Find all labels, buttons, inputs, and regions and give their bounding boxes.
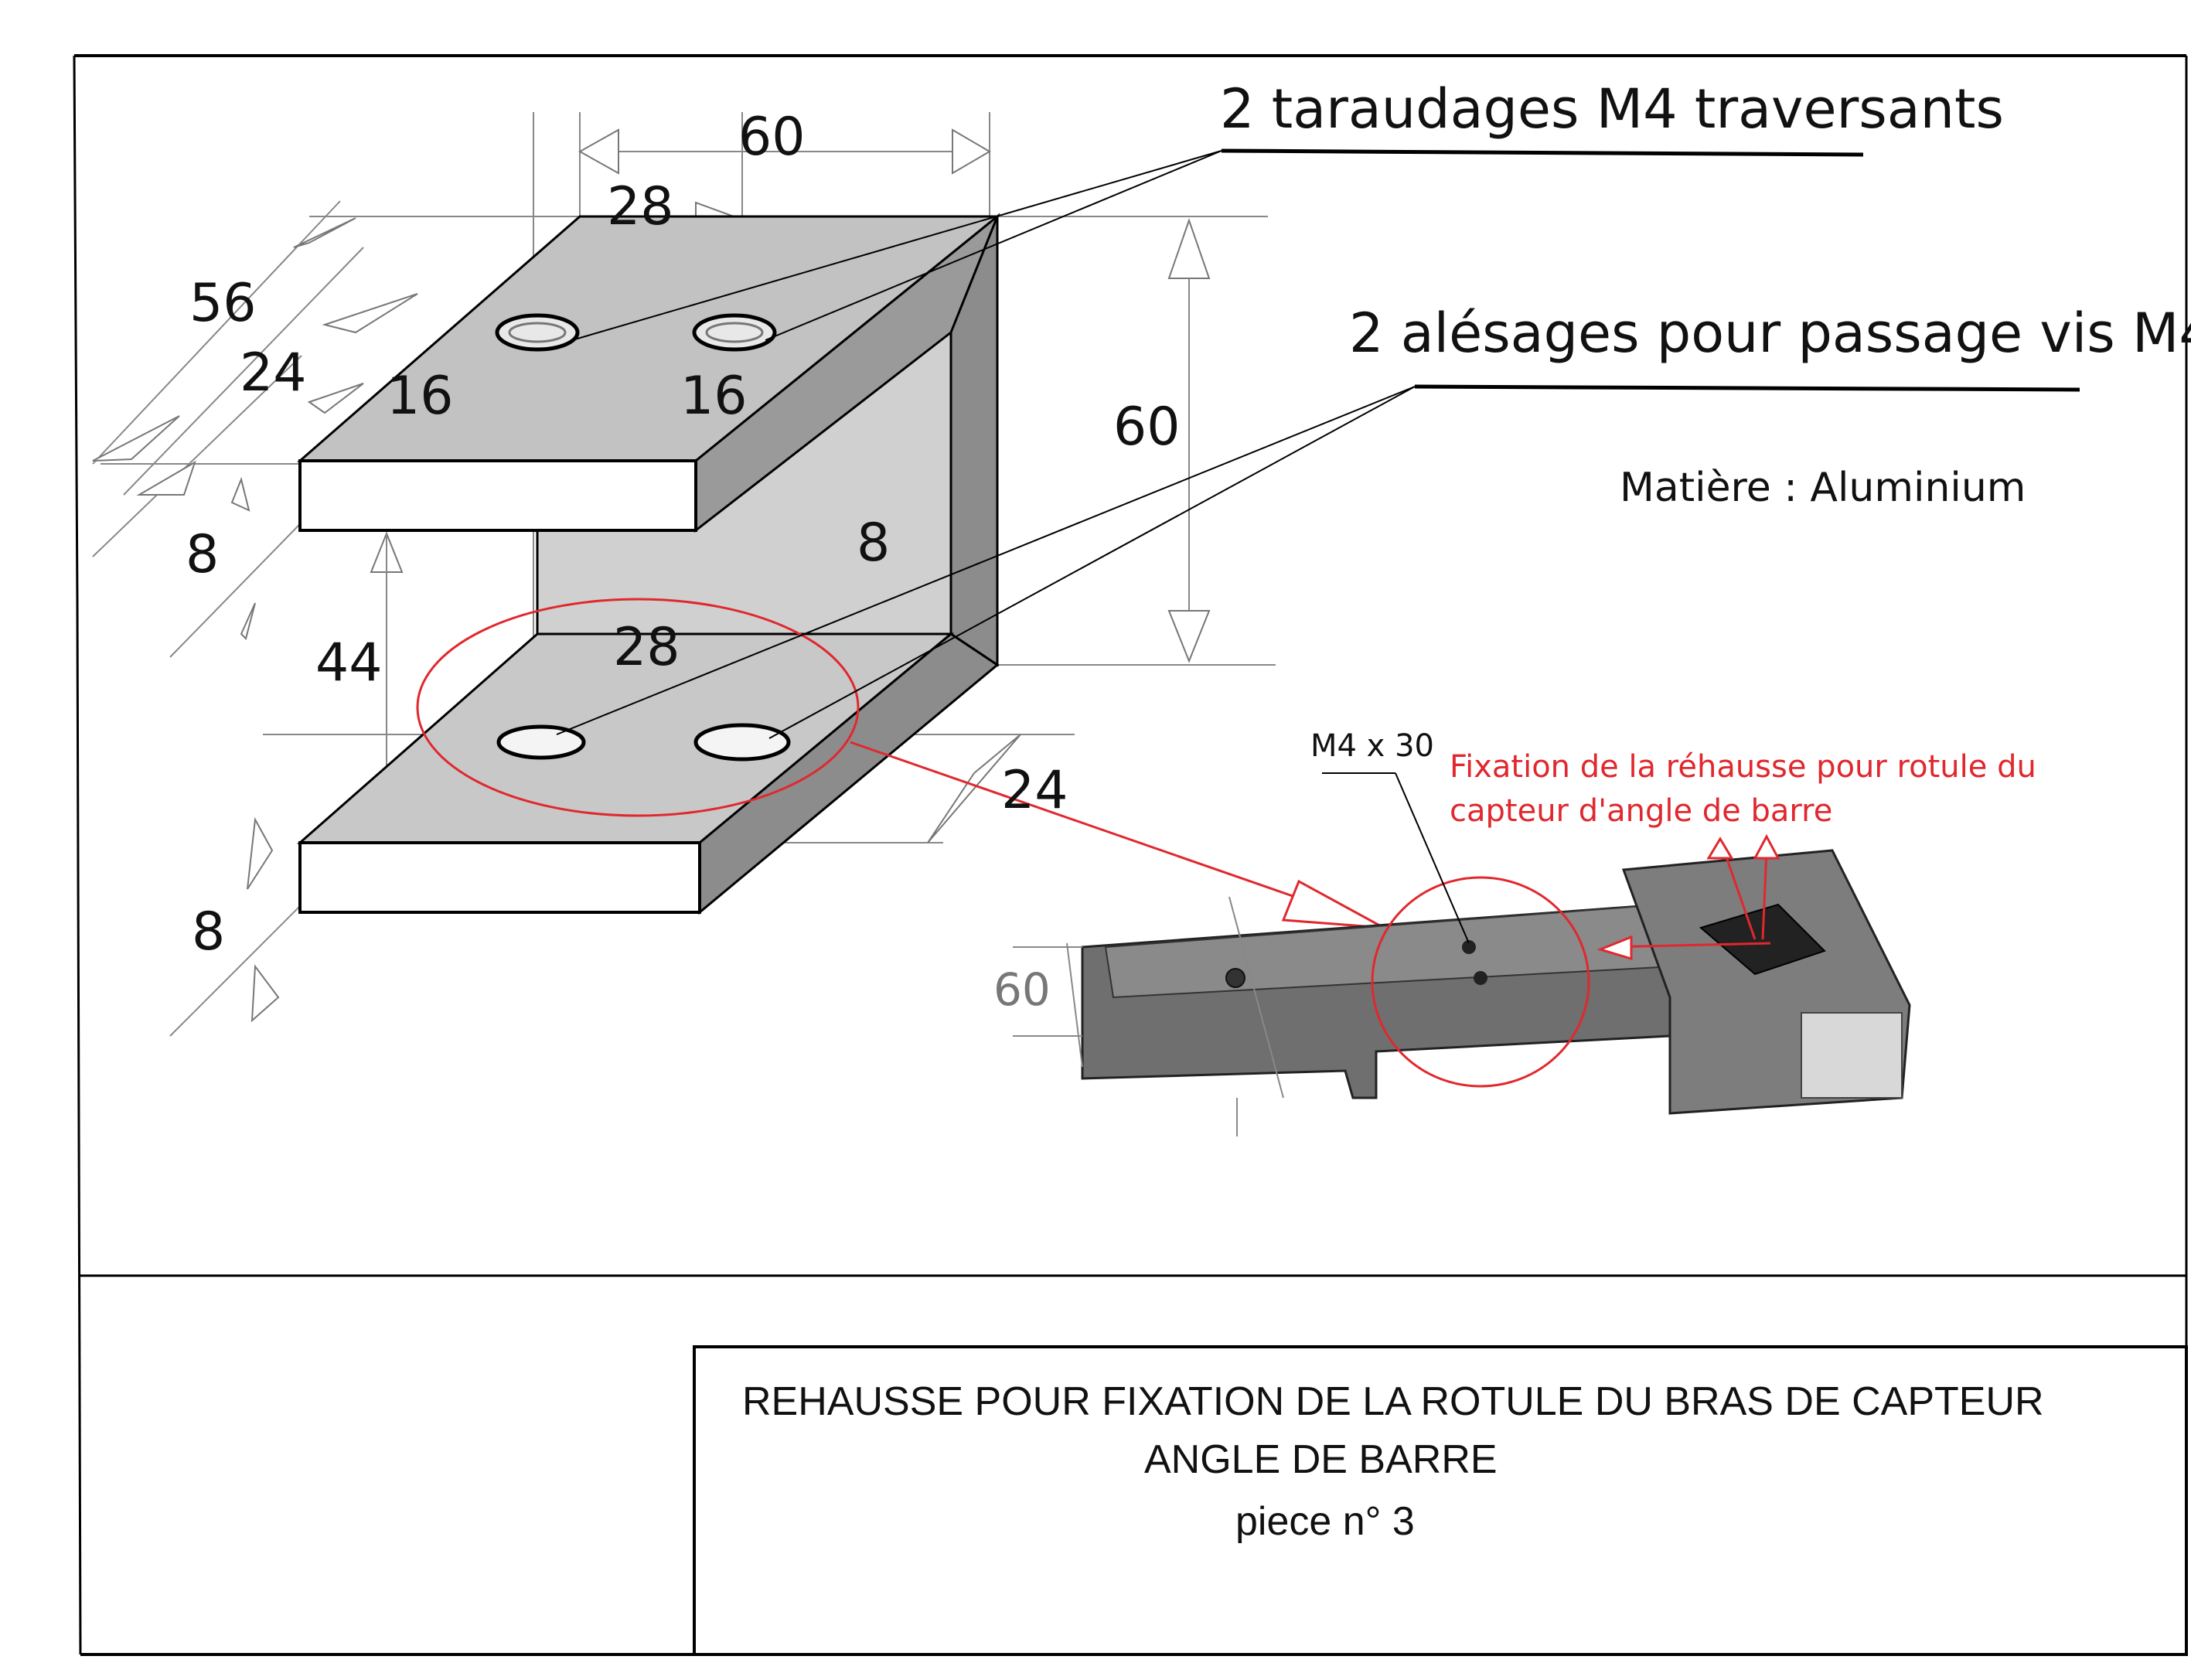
dim-hole-offset-left: 16	[387, 366, 454, 427]
screw-label: M4 x 30	[1310, 728, 1434, 764]
callouts: 2 taraudages M4 traversants 2 alésages p…	[1220, 77, 2191, 829]
title-line3: piece n° 3	[1235, 1499, 1415, 1544]
dimension-labels: 60 28 56 24 16 16 60 8 8 44 28 24 8 60	[186, 107, 1181, 1016]
bore-hole-right	[693, 723, 791, 762]
dim-photo: 60	[993, 963, 1051, 1016]
bore-holes-highlight	[416, 598, 860, 817]
title-block: REHAUSSE POUR FIXATION DE LA ROTULE DU B…	[693, 1345, 2188, 1656]
material-note: Matière : Aluminium	[1620, 465, 2026, 511]
dim-gap: 44	[315, 632, 383, 693]
part-photo	[1013, 772, 1911, 1136]
tapped-hole-left	[495, 313, 580, 352]
callout-tapped-holes: 2 taraudages M4 traversants	[1220, 77, 2004, 141]
dim-height: 60	[1113, 397, 1181, 458]
dim-hole-spacing-top: 28	[607, 176, 674, 237]
dim-hole-spacing-bottom: 28	[613, 617, 680, 678]
callout-leaders	[556, 148, 2080, 739]
red-leader-arrow	[850, 741, 1385, 929]
screw-highlight	[1371, 876, 1590, 1088]
callout-bore-holes: 2 alésages pour passage vis M4	[1349, 302, 2191, 365]
fixation-note-line2: capteur d'angle de barre	[1450, 793, 1832, 829]
fixation-note-line1: Fixation de la réhausse pour rotule du	[1450, 749, 2036, 785]
dim-depth: 56	[189, 273, 257, 334]
dim-width-top: 60	[738, 107, 806, 168]
dim-hole-offset-right: 16	[680, 366, 748, 427]
dim-flange-thickness-top: 8	[186, 524, 219, 585]
bracket-top-plate-front	[298, 459, 697, 532]
tapped-hole-right	[692, 313, 777, 352]
dim-hole-depth: 24	[240, 342, 307, 404]
dim-wall-thickness: 8	[857, 513, 890, 574]
bracket-3d-view	[297, 213, 1001, 915]
dim-depth-bottom: 24	[1001, 760, 1068, 821]
bracket-bottom-plate-front	[298, 841, 701, 914]
bore-hole-left	[496, 724, 586, 760]
title-line1: REHAUSSE POUR FIXATION DE LA ROTULE DU B…	[742, 1379, 2044, 1424]
dim-flange-thickness-bottom: 8	[192, 901, 225, 963]
title-line2: ANGLE DE BARRE	[1144, 1437, 1498, 1482]
